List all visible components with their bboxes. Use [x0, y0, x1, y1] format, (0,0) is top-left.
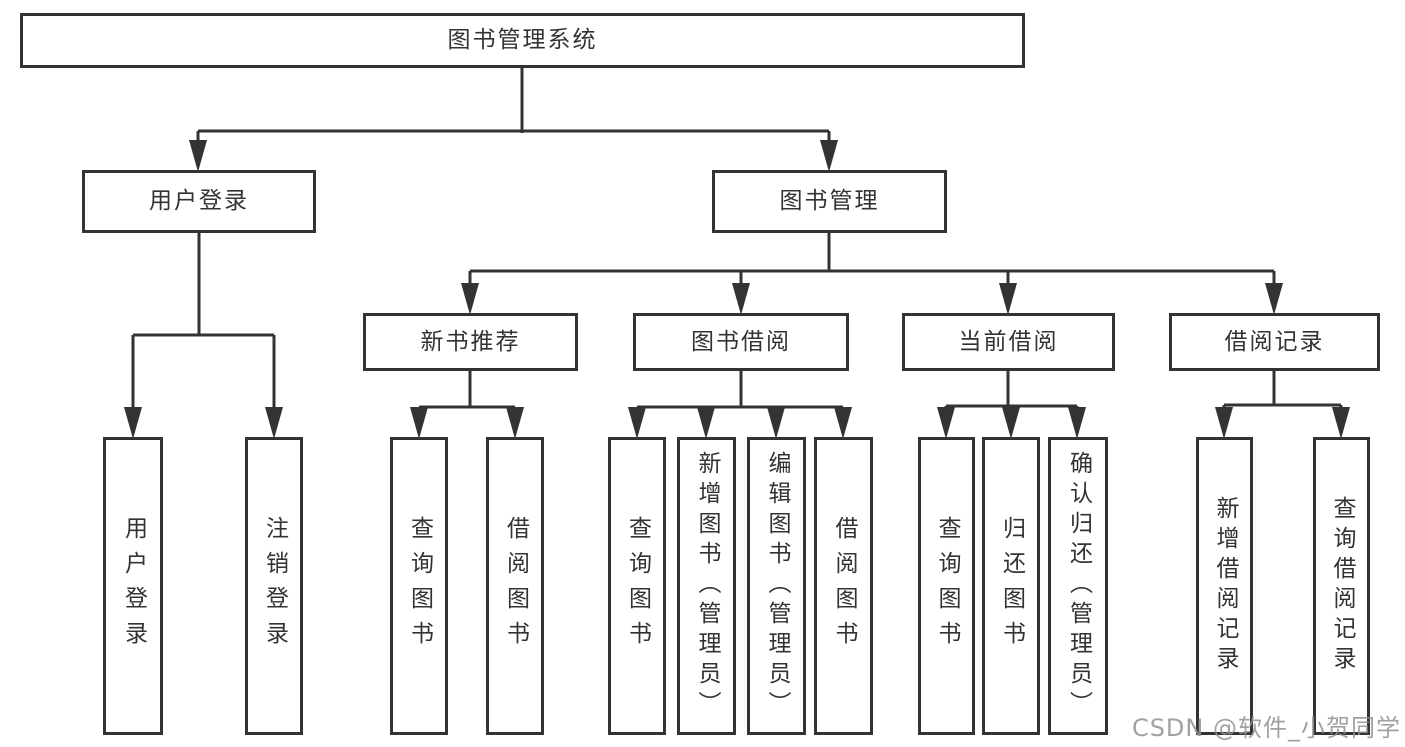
leaf-label: 归还图书: [998, 516, 1025, 656]
leaf-borrow-books: 借阅图书: [814, 437, 873, 735]
leaf-query-books-recommend: 查询图书: [390, 437, 448, 735]
leaf-add-books-admin: 新增图书（管理员）: [677, 437, 736, 735]
leaf-borrow-books-recommend: 借阅图书: [486, 437, 544, 735]
leaf-label: 查询图书: [624, 516, 651, 656]
leaf-confirm-return-admin: 确认归还（管理员）: [1048, 437, 1108, 735]
node-label: 借阅记录: [1224, 328, 1325, 355]
node-new-book-recommendation: 新书推荐: [363, 313, 578, 371]
leaf-label: 查询图书: [406, 516, 433, 656]
node-book-management: 图书管理: [712, 170, 947, 233]
node-user-login: 用户登录: [82, 170, 316, 233]
leaf-label: 借阅图书: [502, 516, 529, 656]
leaf-label: 借阅图书: [831, 516, 857, 656]
leaf-label: 查询借阅记录: [1329, 496, 1355, 676]
leaf-label: 查询图书: [934, 516, 960, 656]
node-label: 图书借阅: [691, 328, 791, 355]
node-library-management-system: 图书管理系统: [20, 13, 1025, 68]
node-current-borrowing: 当前借阅: [902, 313, 1115, 371]
node-borrowing-records: 借阅记录: [1169, 313, 1380, 371]
node-label: 当前借阅: [958, 328, 1059, 355]
leaf-label: 编辑图书（管理员）: [764, 451, 790, 721]
csdn-watermark: CSDN @软件_小贺同学: [1131, 714, 1401, 742]
tree-edges: [131, 68, 1343, 427]
leaf-return-books: 归还图书: [982, 437, 1040, 735]
node-label: 用户登录: [149, 188, 249, 214]
node-label: 新书推荐: [420, 328, 521, 355]
leaf-query-books-current: 查询图书: [918, 437, 975, 735]
leaf-label: 新增图书（管理员）: [694, 451, 720, 721]
leaf-label: 注销登录: [261, 516, 288, 656]
leaf-query-borrow-record: 查询借阅记录: [1313, 437, 1370, 735]
leaf-query-books-borrow: 查询图书: [608, 437, 666, 735]
node-book-borrowing: 图书借阅: [633, 313, 849, 371]
leaf-add-borrow-record: 新增借阅记录: [1196, 437, 1253, 735]
node-label: 图书管理系统: [447, 27, 598, 53]
leaf-label: 确认归还（管理员）: [1065, 451, 1092, 721]
node-label: 图书管理: [779, 188, 880, 214]
leaf-user-login: 用户登录: [103, 437, 163, 735]
leaf-logout: 注销登录: [245, 437, 303, 735]
leaf-label: 用户登录: [120, 516, 147, 656]
leaf-label: 新增借阅记录: [1212, 496, 1238, 676]
arrow-down-icons: [124, 140, 1350, 439]
leaf-edit-books-admin: 编辑图书（管理员）: [747, 437, 806, 735]
